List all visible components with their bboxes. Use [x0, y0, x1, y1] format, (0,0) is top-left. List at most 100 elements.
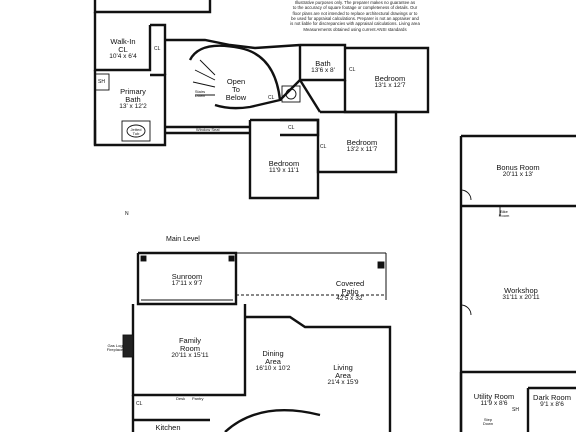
closet-label: CL	[288, 125, 295, 131]
closet-block-wall	[280, 118, 320, 137]
shower-label: SH	[98, 79, 105, 85]
compass-north: N	[125, 211, 129, 217]
room-darkroom: Dark Room 9'1 x 8'6	[530, 394, 574, 409]
bath2-tub	[281, 85, 301, 103]
room-name-3: Below	[225, 92, 247, 102]
diagonal-hall-wall	[279, 79, 322, 113]
disclaimer-line-2: to the accuracy of square footage or com…	[292, 5, 418, 11]
stairs-down-label: Stairs Down	[194, 89, 206, 99]
room-name-2: Patio	[341, 286, 359, 296]
room-name-2: Room	[179, 343, 200, 353]
room-name: Walk-In	[110, 37, 136, 46]
room-name: Bath	[315, 59, 331, 68]
room-name: Family	[178, 336, 202, 345]
room-family: Family Room 20'11 x 15'11	[160, 337, 220, 360]
disclaimer-line-6: Measurements obtained using current ANSI…	[303, 26, 407, 32]
patio-post	[377, 261, 385, 269]
disclaimer-line-4: be used for appraisal calculations. Prep…	[291, 16, 419, 22]
room-name: Sunroom	[171, 272, 203, 281]
room-bedroom-3: Bedroom 11'9 x 11'1	[254, 160, 314, 175]
stair-treads	[192, 59, 216, 96]
disclaimer-line-1: Illustrative purposes only. The preparer…	[294, 0, 416, 5]
jetted-tub-label: Jetted Tub	[130, 127, 142, 137]
closet-label: CL	[136, 401, 143, 407]
room-primary-bath: Primary Bath 13' x 12'2	[108, 88, 158, 111]
step-down-label: Step Down	[482, 417, 494, 427]
door-swing-2	[460, 304, 472, 316]
room-name: Living	[333, 363, 353, 372]
fireplace	[122, 334, 134, 358]
bedroom1-wall	[343, 46, 430, 114]
room-name: Dining	[262, 349, 284, 358]
room-name: Bedroom	[346, 138, 378, 147]
room-name-2: To	[232, 84, 240, 94]
room-name: Covered	[335, 279, 365, 288]
sunroom-wall	[136, 251, 238, 306]
closet-label: CL	[349, 67, 356, 73]
utility-room-wall	[459, 372, 576, 432]
desk-label: Desk	[176, 396, 186, 401]
room-dims: 17'11 x 9'7	[171, 279, 203, 287]
main-level-label: Main Level	[166, 236, 200, 243]
shower	[94, 73, 110, 91]
room-name-2: CL	[118, 44, 128, 54]
room-name-2: Area	[265, 356, 281, 366]
room-name: Workshop	[504, 286, 538, 295]
room-name: Bedroom	[268, 159, 300, 168]
sunroom-post-right	[228, 255, 235, 262]
tub-basin	[126, 124, 146, 138]
room-dims: 20'11 x 15'11	[171, 351, 209, 359]
stair-main	[224, 409, 321, 432]
disclaimer-line-3: floor plans are not intended to replace …	[292, 10, 418, 16]
hall-top-wall	[165, 38, 301, 50]
closet-label: CL	[320, 144, 327, 150]
room-name: Open	[226, 77, 246, 86]
room-dims: 9'1 x 8'6	[540, 400, 564, 408]
closet-column-wall	[150, 23, 167, 75]
room-dims: 20'11 x 13'	[502, 170, 534, 178]
room-dims: 10'4 x 6'4	[109, 52, 137, 60]
open-below-wall	[188, 44, 282, 110]
room-name-2: Area	[335, 370, 351, 380]
walkin-closet-wall	[93, 12, 152, 72]
closet-label: CL	[154, 46, 161, 52]
room-name: Kitchen	[155, 423, 181, 432]
shower-label: SH	[512, 407, 519, 413]
room-dims: 11'9 x 11'1	[268, 166, 300, 174]
pantry-label: Pantry	[192, 396, 204, 401]
room-utility: Utility Room 11'9 x 8'6	[466, 393, 522, 408]
room-name-2: Bath	[125, 94, 141, 104]
room-name: Bonus Room	[496, 163, 540, 172]
bike-room-label: Bike Room	[498, 209, 510, 219]
disclaimer: Illustrative purposes only. The preparer…	[262, 0, 448, 32]
room-name: Dark Room	[533, 393, 571, 402]
sunroom-post-left	[140, 255, 147, 262]
room-dims: 21'4 x 15'9	[327, 378, 359, 386]
room-bath-2: Bath 13'6 x 8'	[303, 60, 343, 75]
room-open-to-below: Open To Below	[218, 78, 254, 102]
room-bonus: Bonus Room 20'11 x 13'	[478, 164, 558, 179]
room-name: Bedroom	[374, 74, 406, 83]
room-sunroom: Sunroom 17'11 x 9'7	[152, 273, 222, 288]
room-bedroom-2: Bedroom 13'2 x 11'7	[332, 139, 392, 154]
room-kitchen: Kitchen	[148, 424, 188, 432]
kitchen-wall	[131, 395, 210, 432]
room-name: Primary	[120, 87, 146, 96]
room-name: Utility Room	[473, 392, 515, 401]
room-dims: 42'5 x 32'	[336, 294, 364, 302]
room-dims: 31'11 x 20'11	[502, 293, 540, 301]
room-workshop: Workshop 31'11 x 20'11	[486, 287, 556, 302]
room-dims: 13'6 x 8'	[311, 66, 335, 74]
disclaimer-line-5: is not liable for discrepancies with app…	[290, 21, 420, 27]
room-dims: 16'10 x 10'2	[255, 364, 291, 372]
tub	[121, 120, 151, 142]
room-dims: 13' x 12'2	[119, 102, 147, 110]
room-living: Living Area 21'4 x 15'9	[316, 364, 370, 387]
room-dims: 11'9 x 8'6	[480, 399, 508, 407]
room-covered-patio: Covered Patio 42'5 x 32'	[325, 280, 375, 303]
room-dims: 13'2 x 11'7	[346, 145, 378, 153]
door-swing-1	[460, 189, 472, 201]
room-dims: 13'1 x 12'7	[374, 81, 406, 89]
